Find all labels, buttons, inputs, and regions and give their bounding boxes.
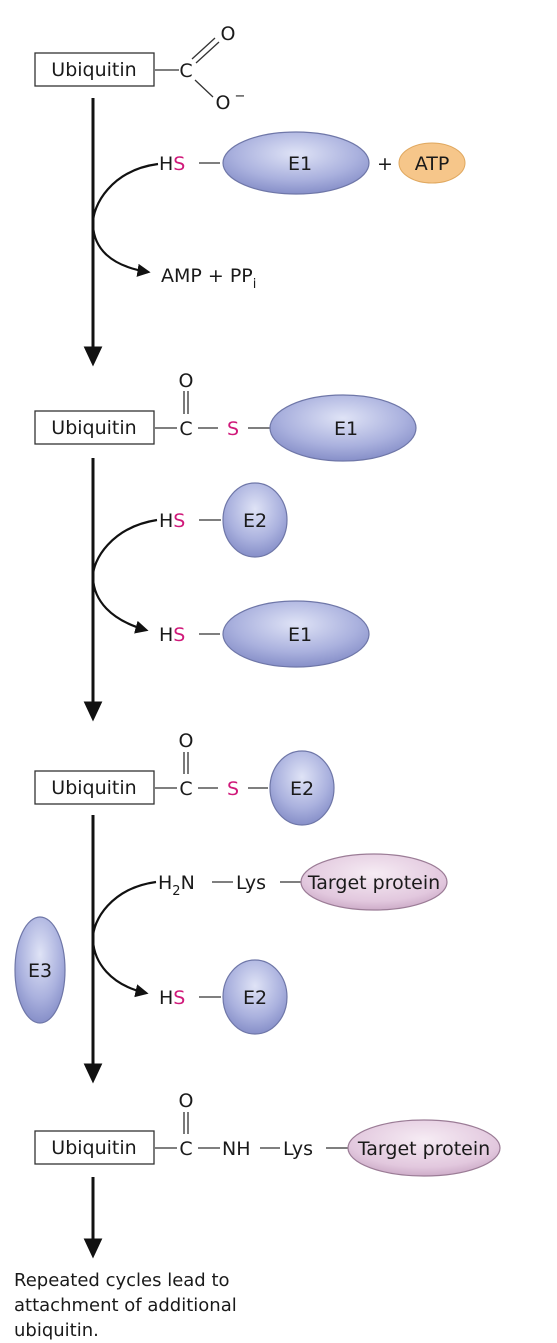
negative-charge: − bbox=[235, 89, 246, 104]
target-protein-label: Target protein bbox=[307, 872, 440, 894]
carbon-atom: C bbox=[179, 1138, 192, 1160]
e3-label: E3 bbox=[28, 960, 52, 982]
e1-enzyme bbox=[222, 600, 370, 668]
oxygen-atom: O bbox=[221, 23, 236, 45]
e1-label: E1 bbox=[334, 418, 358, 440]
oxygen-atom: O bbox=[179, 370, 194, 392]
main-arrows bbox=[83, 98, 103, 1259]
target-protein bbox=[347, 1119, 501, 1177]
amine-group: H2N bbox=[158, 872, 195, 899]
e2-enzyme bbox=[269, 750, 335, 826]
reaction-2-conjugation: HS E2 HS E1 bbox=[91, 482, 370, 668]
reaction-3-ligation: E3 H2N Lys Target protein HS E2 bbox=[14, 853, 448, 1035]
step-1-ubiquitin-carboxylate: Ubiquitin C O O − bbox=[34, 23, 246, 114]
hs-group: HS bbox=[159, 510, 185, 532]
repeat-cycle-caption: Repeated cycles lead to attachment of ad… bbox=[14, 1270, 237, 1341]
atp-molecule bbox=[398, 142, 466, 184]
arrow-head-3 bbox=[83, 1063, 103, 1084]
arrow-head-4 bbox=[83, 1238, 103, 1259]
ubiquitin-label: Ubiquitin bbox=[51, 777, 136, 799]
target-protein bbox=[300, 853, 448, 911]
ubiquitin-label: Ubiquitin bbox=[51, 1137, 136, 1159]
e1-enzyme bbox=[222, 131, 370, 195]
reaction-1-activation: HS E1 + ATP AMP + PPi bbox=[91, 131, 466, 292]
e2-label: E2 bbox=[290, 778, 314, 800]
plus-sign: + bbox=[377, 153, 393, 175]
hs-group: HS bbox=[159, 624, 185, 646]
nh-label: NH bbox=[222, 1138, 251, 1160]
curved-arrow-2 bbox=[91, 518, 158, 634]
step-2-ubiquitin-e1-thioester: Ubiquitin C O S E1 bbox=[34, 370, 417, 462]
step-3-ubiquitin-e2-thioester: Ubiquitin C O S E2 bbox=[34, 730, 335, 826]
e2-enzyme bbox=[222, 959, 288, 1035]
sulfur-atom: S bbox=[227, 778, 239, 800]
amp-ppi-product: AMP + PPi bbox=[161, 265, 256, 292]
arrow-head-2 bbox=[83, 701, 103, 722]
ubiquitin-label: Ubiquitin bbox=[51, 59, 136, 81]
hs-group: HS bbox=[159, 153, 185, 175]
step-4-ubiquitinated-target: Ubiquitin C O NH Lys Target protein bbox=[34, 1090, 501, 1177]
sulfur-atom: S bbox=[227, 418, 239, 440]
oxygen-atom: O bbox=[179, 1090, 194, 1112]
carbon-atom: C bbox=[179, 778, 192, 800]
arrow-head-1 bbox=[83, 346, 103, 367]
e2-label: E2 bbox=[243, 987, 267, 1009]
e1-label: E1 bbox=[288, 153, 312, 175]
oxygen-anion-atom: O bbox=[216, 92, 231, 114]
e1-enzyme bbox=[269, 394, 417, 462]
lys-label: Lys bbox=[236, 872, 266, 894]
ubiquitin-label: Ubiquitin bbox=[51, 417, 136, 439]
hs-group: HS bbox=[159, 987, 185, 1009]
lys-label: Lys bbox=[283, 1138, 313, 1160]
ubiquitin-box bbox=[34, 52, 155, 87]
e2-label: E2 bbox=[243, 510, 267, 532]
ubiquitin-box bbox=[34, 770, 155, 805]
carbon-atom: C bbox=[179, 418, 192, 440]
e2-enzyme bbox=[222, 482, 288, 558]
e1-label: E1 bbox=[288, 624, 312, 646]
curved-arrow-3 bbox=[91, 880, 157, 998]
curved-arrow-1 bbox=[91, 162, 159, 277]
oxygen-atom: O bbox=[179, 730, 194, 752]
target-protein-label: Target protein bbox=[357, 1138, 490, 1160]
carbon-atom: C bbox=[179, 60, 192, 82]
ubiquitin-box bbox=[34, 1130, 155, 1165]
e3-enzyme bbox=[14, 916, 66, 1024]
ubiquitin-box bbox=[34, 410, 155, 445]
atp-label: ATP bbox=[415, 153, 450, 175]
